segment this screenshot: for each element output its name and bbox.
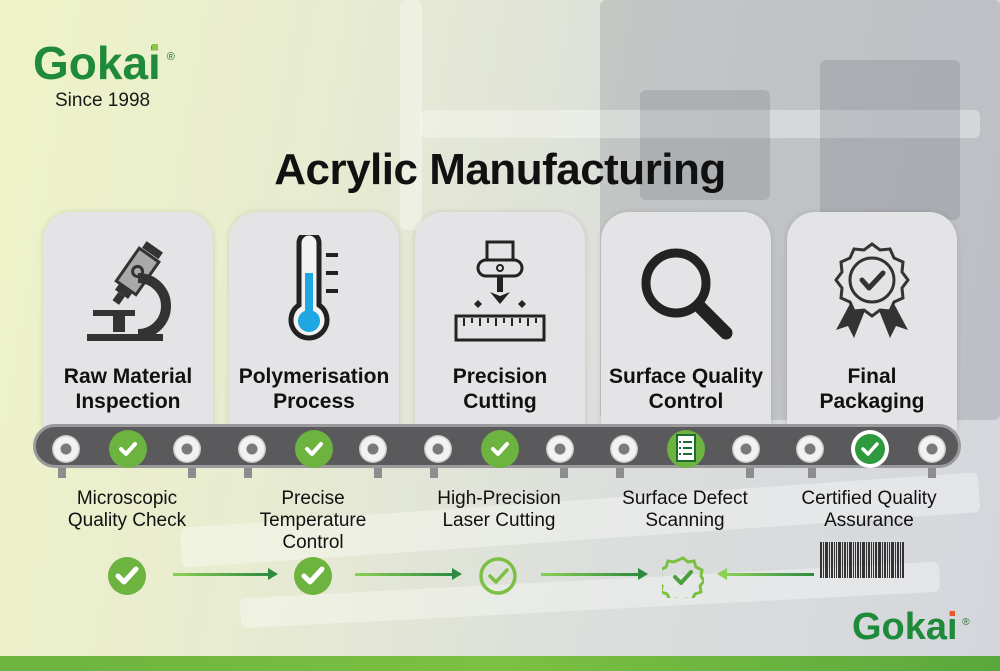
check-circle-icon: [481, 430, 519, 468]
step-detail: Precise Temperature Control: [223, 488, 403, 554]
conveyor-leg: [746, 468, 754, 478]
flow-arrow-right: [541, 568, 648, 580]
step-title: Final Packaging: [787, 364, 957, 414]
flow-arrow-right: [173, 568, 278, 580]
roller-icon: [52, 435, 80, 463]
brand-name: Gokai: [33, 37, 161, 89]
flow-arrow-left: [717, 568, 814, 580]
roller-icon: [424, 435, 452, 463]
logo-dot: [151, 44, 158, 50]
roller-icon: [610, 435, 638, 463]
thermometer-icon: [229, 230, 399, 355]
badge-check-icon: [851, 430, 889, 468]
step-title-line: Process: [273, 390, 355, 413]
registered-mark: ®: [166, 51, 175, 63]
step-detail-line: Temperature: [259, 510, 367, 531]
brand-wordmark: Gokai ®: [33, 37, 175, 89]
roller-icon: [173, 435, 201, 463]
conveyor-leg: [560, 468, 568, 478]
roller-icon: [918, 435, 946, 463]
conveyor-leg: [808, 468, 816, 478]
brand-logo-bottom: Gokai ®: [852, 606, 970, 648]
page-title: Acrylic Manufacturing: [274, 145, 726, 194]
step-detail: Microscopic Quality Check: [37, 488, 217, 532]
step-title-line: Surface Quality: [608, 365, 764, 388]
step-card-raw-material: Raw Material Inspection: [43, 212, 213, 430]
step-title-line: Polymerisation: [238, 365, 390, 388]
conveyor-leg: [58, 468, 66, 478]
conveyor-leg: [928, 468, 936, 478]
step-title-line: Cutting: [463, 390, 537, 413]
step-title-line: Precision: [452, 365, 548, 388]
brand-logo-top: Gokai ® Since 1998: [33, 37, 175, 112]
step-detail-line: Assurance: [824, 510, 914, 531]
step-title-line: Inspection: [75, 390, 181, 413]
step-title: Raw Material Inspection: [43, 364, 213, 414]
checklist-icon: [667, 430, 705, 468]
step-title-line: Final: [847, 365, 897, 388]
footer-bar: [0, 656, 1000, 671]
step-title-line: Packaging: [819, 390, 925, 413]
registered-mark: ®: [962, 617, 970, 628]
award-badge-icon: [787, 230, 957, 355]
check-circle-filled-icon: [293, 556, 333, 600]
conveyor-belt: [33, 424, 961, 468]
magnifier-icon: [601, 230, 771, 355]
step-detail-line: Microscopic: [76, 488, 178, 509]
microscope-icon: [43, 230, 213, 355]
logo-dot: [949, 611, 955, 616]
step-title: Precision Cutting: [415, 364, 585, 414]
flow-arrow-right: [355, 568, 462, 580]
check-circle-icon: [295, 430, 333, 468]
step-detail-line: Surface Defect: [622, 488, 748, 509]
step-title-line: Raw Material: [63, 365, 193, 388]
step-card-surface-quality: Surface Quality Control: [601, 212, 771, 430]
step-detail-line: Scanning: [645, 510, 725, 531]
step-detail: High-Precision Laser Cutting: [409, 488, 589, 532]
roller-icon: [546, 435, 574, 463]
check-circle-icon: [109, 430, 147, 468]
conveyor-leg: [244, 468, 252, 478]
roller-icon: [238, 435, 266, 463]
check-badge-outline-icon: [656, 556, 706, 605]
step-detail-line: Certified Quality: [801, 488, 937, 509]
conveyor-leg: [374, 468, 382, 478]
step-card-final-packaging: Final Packaging: [787, 212, 957, 430]
step-title: Surface Quality Control: [601, 364, 771, 414]
step-detail-line: Precise: [281, 488, 345, 509]
brand-tagline: Since 1998: [55, 90, 151, 111]
barcode-icon: [820, 542, 920, 578]
step-card-polymerisation: Polymerisation Process: [229, 212, 399, 430]
conveyor-leg: [430, 468, 438, 478]
step-detail-line: Quality Check: [67, 510, 187, 531]
step-title: Polymerisation Process: [229, 364, 399, 414]
step-detail-line: Control: [282, 532, 344, 553]
roller-icon: [732, 435, 760, 463]
step-detail: Certified Quality Assurance: [779, 488, 959, 532]
step-detail: Surface Defect Scanning: [595, 488, 775, 532]
roller-icon: [796, 435, 824, 463]
brand-name: Gokai: [852, 606, 958, 648]
step-detail-line: High-Precision: [437, 488, 561, 509]
step-title-line: Control: [648, 390, 724, 413]
check-circle-outline-icon: [478, 556, 518, 600]
step-detail-line: Laser Cutting: [442, 510, 556, 531]
step-card-precision-cutting: Precision Cutting: [415, 212, 585, 430]
laser-cutter-icon: [415, 230, 585, 355]
roller-icon: [359, 435, 387, 463]
conveyor-leg: [616, 468, 624, 478]
conveyor-leg: [188, 468, 196, 478]
check-circle-filled-icon: [107, 556, 147, 600]
